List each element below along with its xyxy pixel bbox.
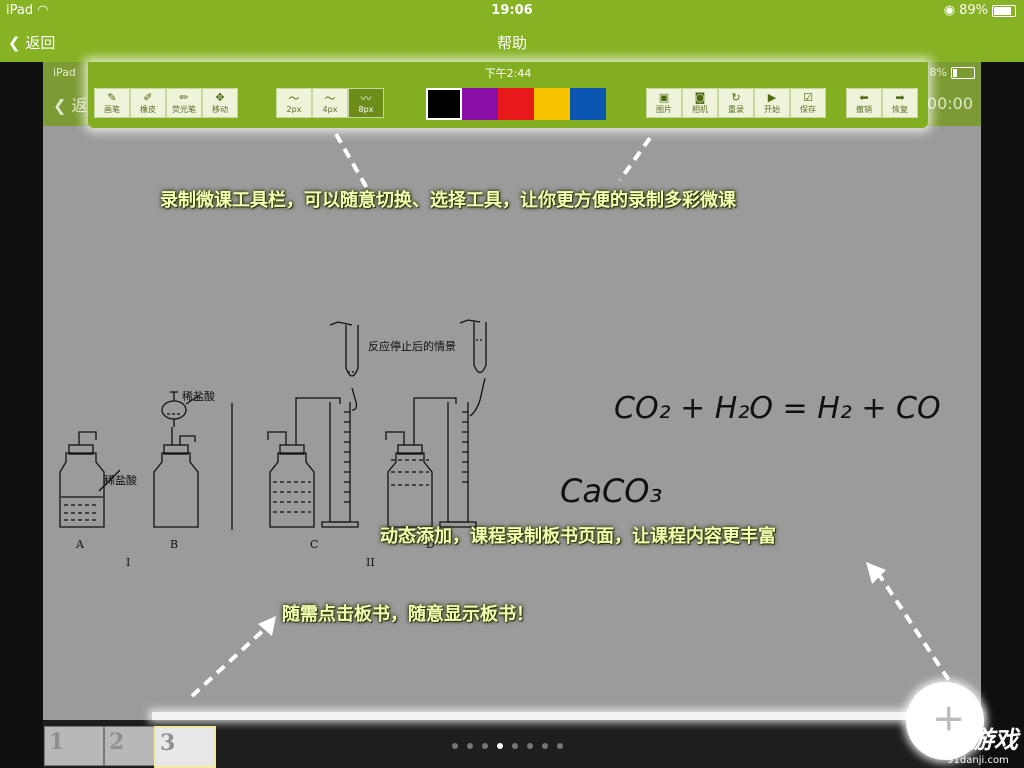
inner-clock: 下午2:44: [484, 67, 532, 80]
wifi-icon: ◠: [37, 3, 49, 18]
arrow-toolbar-left: [334, 133, 370, 191]
color-swatch-4[interactable]: [534, 88, 570, 120]
arrowhead-add-page: [866, 562, 886, 584]
label-d: D: [426, 538, 435, 551]
bottle-a: [59, 452, 105, 528]
save-icon: ☑: [803, 90, 813, 104]
page-dot[interactable]: [467, 743, 473, 749]
status-bar: iPad ◠ 19:06 ◉ 89%: [0, 0, 1024, 22]
page-dot[interactable]: [512, 743, 518, 749]
group-label-2: II: [366, 556, 375, 569]
watermark-logo: 9L游戏 91danji.com: [938, 726, 1018, 766]
page-thumbnail-1[interactable]: 1: [44, 726, 104, 766]
page-dot[interactable]: [497, 743, 503, 749]
history-group: ⬅撤销 ➡恢复: [846, 88, 918, 120]
label-b: B: [170, 538, 178, 551]
thin-stroke-icon: 〜: [288, 91, 300, 105]
status-time: 19:06: [491, 3, 533, 18]
move-icon: ✥: [215, 90, 225, 104]
arrowhead-board: [258, 616, 276, 636]
page-indicator: [452, 743, 563, 749]
page-dot[interactable]: [542, 743, 548, 749]
width-2px-button[interactable]: 〜2px: [276, 88, 312, 118]
undo-button[interactable]: ⬅撤销: [846, 88, 882, 118]
rerecord-button[interactable]: ↻重录: [718, 88, 754, 118]
inner-device-name: iPad: [53, 66, 76, 79]
page-dot[interactable]: [557, 743, 563, 749]
inner-back-button[interactable]: ❮ 返: [53, 96, 88, 115]
page-thumbnail-3[interactable]: 3: [154, 726, 216, 768]
arrow-add-page: [878, 574, 960, 696]
chevron-left-icon: ❮: [8, 34, 21, 52]
inner-battery-percent: 8%: [929, 66, 947, 79]
label-c: C: [310, 538, 318, 551]
bottle-c: [269, 452, 315, 528]
color-swatch-2[interactable]: [462, 88, 498, 120]
label-a: A: [75, 538, 85, 551]
color-swatch-5[interactable]: [570, 88, 606, 120]
arrow-board: [190, 624, 270, 698]
insert-image-button[interactable]: ▣图片: [646, 88, 682, 118]
inner-battery-icon: [951, 66, 975, 79]
width-8px-button[interactable]: 〰8px: [348, 88, 384, 118]
drawing-tools-group: ✎画笔 ✐橡皮 ✏荧光笔 ✥移动: [94, 88, 238, 120]
handwriting-line-1: CO₂ + H₂O = H₂ + CO: [614, 391, 941, 426]
tool-pen-button[interactable]: ✎画笔: [94, 88, 130, 118]
redo-record-icon: ↻: [731, 90, 741, 104]
page-title: 帮助: [496, 34, 527, 52]
save-button[interactable]: ☑保存: [790, 88, 826, 118]
medium-stroke-icon: 〜: [324, 91, 336, 105]
color-swatch-3[interactable]: [498, 88, 534, 120]
app-screenshot: iPad 8% ❮ 返 00:00: [43, 62, 981, 768]
handwriting-line-2: CaCO₃: [560, 472, 662, 510]
start-button[interactable]: ▶开始: [754, 88, 790, 118]
restore-button[interactable]: ➡恢复: [882, 88, 918, 118]
whiteboard-canvas[interactable]: [43, 126, 981, 768]
page-strip-highlight: [152, 712, 980, 720]
nav-bar: ❮ 返回 帮助: [0, 22, 1024, 62]
battery-icon: [992, 4, 1016, 17]
page-dot[interactable]: [482, 743, 488, 749]
color-palette: [426, 88, 606, 120]
plus-icon: +: [932, 696, 966, 742]
recording-timer: 00:00: [926, 94, 973, 113]
lock-rotation-icon: ◉: [943, 3, 956, 18]
undo-icon: ⬅: [859, 90, 869, 104]
label-after-reaction: 反应停止后的情景: [368, 339, 456, 353]
back-button[interactable]: ❮ 返回: [8, 32, 55, 53]
play-icon: ▶: [767, 90, 777, 104]
add-page-button[interactable]: +: [906, 682, 984, 760]
add-page-hint-text: 动态添加，课程录制板书页面，让课程内容更丰富: [380, 526, 776, 547]
label-acid-side: 稀盐酸: [104, 473, 137, 487]
battery-percent: 89%: [959, 3, 988, 18]
action-tools-group: ▣图片 ◙相机 ↻重录 ▶开始 ☑保存: [646, 88, 826, 120]
tool-highlighter-button[interactable]: ✏荧光笔: [166, 88, 202, 118]
eraser-icon: ✐: [143, 90, 153, 104]
recording-toolbar: 下午2:44 ✎画笔 ✐橡皮 ✏荧光笔 ✥移动 〜2px 〜4px 〰8px ▣…: [88, 62, 928, 128]
label-acid-top: 稀盐酸: [182, 389, 215, 403]
color-swatch-1[interactable]: [426, 88, 462, 120]
board-hint-text: 随需点击板书，随意显示板书！: [282, 604, 534, 625]
arrow-toolbar-right: [618, 136, 652, 182]
restore-icon: ➡: [895, 90, 905, 104]
pen-icon: ✎: [107, 90, 117, 104]
bottle-b: [153, 452, 199, 528]
thick-stroke-icon: 〰: [360, 91, 372, 105]
highlighter-icon: ✏: [179, 90, 189, 104]
toolbar-hint-text: 录制微课工具栏，可以随意切换、选择工具，让你更方便的录制多彩微课: [160, 190, 736, 211]
tool-move-button[interactable]: ✥移动: [202, 88, 238, 118]
tool-eraser-button[interactable]: ✐橡皮: [130, 88, 166, 118]
stroke-width-group: 〜2px 〜4px 〰8px: [276, 88, 384, 120]
bottle-d: [387, 452, 433, 528]
back-label: 返回: [25, 34, 56, 52]
device-name: iPad: [6, 3, 34, 18]
image-icon: ▣: [658, 90, 670, 104]
page-dot[interactable]: [527, 743, 533, 749]
page-dot[interactable]: [452, 743, 458, 749]
width-4px-button[interactable]: 〜4px: [312, 88, 348, 118]
group-label-1: I: [126, 556, 130, 569]
camera-button[interactable]: ◙相机: [682, 88, 718, 118]
camera-icon: ◙: [694, 90, 706, 104]
